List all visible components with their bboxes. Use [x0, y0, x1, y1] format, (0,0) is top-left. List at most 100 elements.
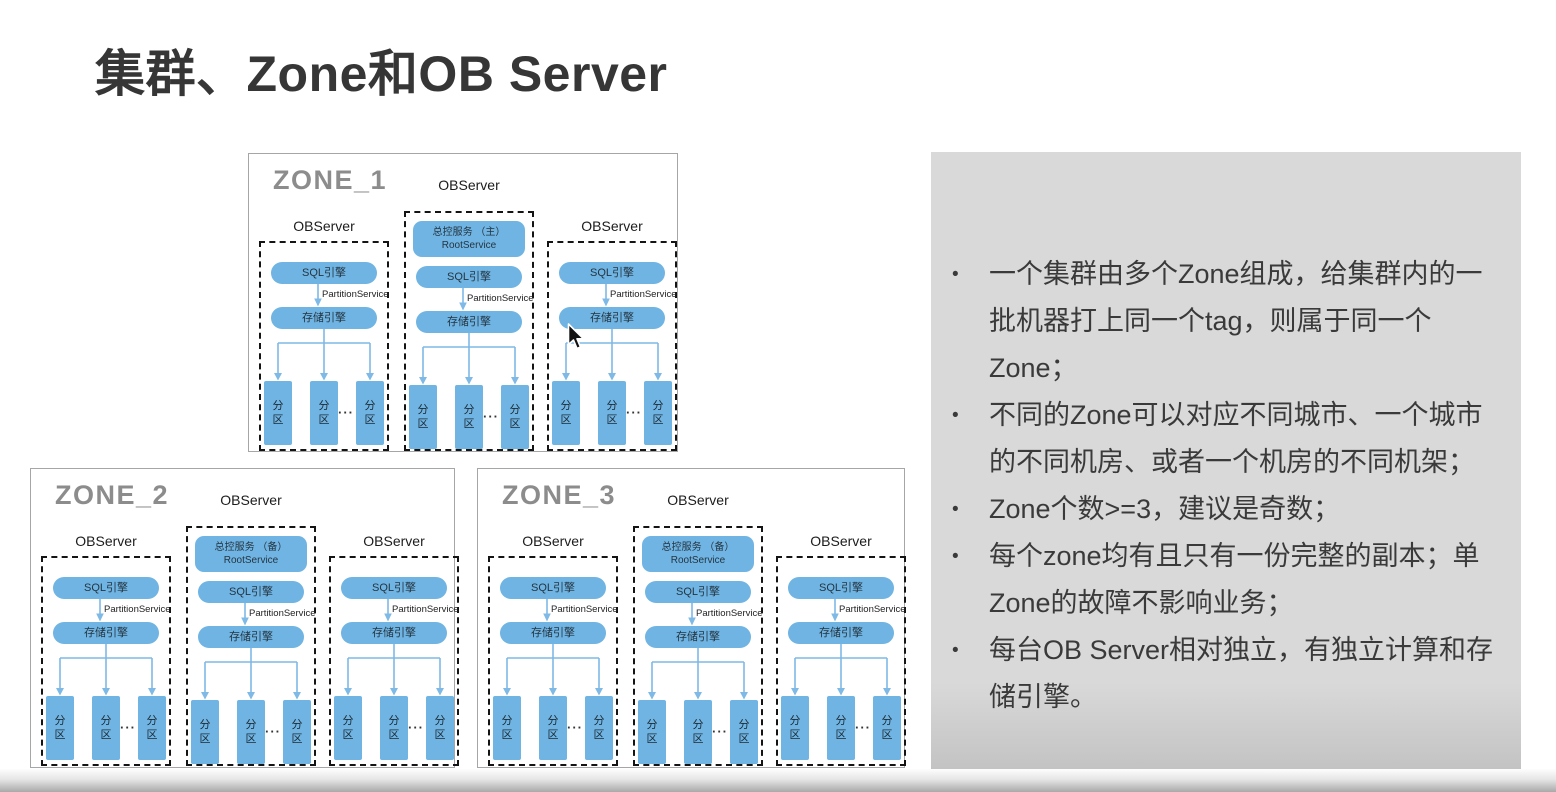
observer-server-box: SQL引擎 PartitionService 存储引擎 分区 分区 ··· 分区 [776, 556, 906, 766]
partitions-row: 分区 分区 ··· 分区 [638, 700, 758, 764]
observer-server-box-rootservice: 总控服务 （主） RootService SQL引擎 PartitionServ… [404, 211, 534, 451]
ellipsis-dots: ··· [712, 724, 728, 739]
observer-label: OBServer [581, 218, 643, 234]
partition-connector-lines [56, 644, 156, 696]
storage-engine-box: 存储引擎 [341, 622, 447, 644]
partition-service-row: PartitionService [335, 599, 459, 622]
sql-engine-box: SQL引擎 [341, 577, 447, 599]
partitions-row: 分区 分区 ··· 分区 [46, 696, 166, 760]
sql-engine-box: SQL引擎 [271, 262, 377, 284]
partition-box: 分区 [493, 696, 521, 760]
down-arrow-icon [459, 288, 467, 311]
rootservice-role: 总控服务 （备） [661, 542, 735, 553]
bullet-marker: • [952, 264, 959, 285]
bullet-item: • 每个zone均有且只有一份完整的副本；单Zone的故障不影响业务； [952, 533, 1505, 627]
rootservice-role: 总控服务 （主） [432, 227, 506, 238]
bullet-text: 一个集群由多个Zone组成，给集群内的一批机器打上同一个tag，则属于同一个Zo… [989, 259, 1483, 383]
page-title: 集群、Zone和OB Server [95, 46, 668, 102]
sql-engine-box: SQL引擎 [198, 581, 304, 603]
partition-box: 分区 [501, 385, 529, 449]
down-arrow-icon [384, 599, 392, 622]
sql-engine-box: SQL引擎 [559, 262, 665, 284]
ellipsis-dots: ··· [265, 724, 281, 739]
partition-box: 分区 [138, 696, 166, 760]
partition-service-row: PartitionService [265, 284, 389, 307]
bullet-marker: • [952, 405, 959, 426]
partition-box: 分区 [539, 696, 567, 760]
mouse-cursor-icon [567, 323, 585, 350]
partition-box: 分区 [334, 696, 362, 760]
rootservice-box: 总控服务 （备） RootService [642, 536, 754, 572]
partition-service-label: PartitionService [392, 604, 459, 615]
observer-label: OBServer [667, 492, 729, 508]
partition-box: 分区 [264, 381, 292, 445]
down-arrow-icon [688, 603, 696, 626]
partition-service-label: PartitionService [696, 608, 763, 619]
bullet-marker: • [952, 546, 959, 567]
rootservice-name: RootService [441, 240, 497, 251]
down-arrow-icon [831, 599, 839, 622]
partitions-row: 分区 分区 ··· 分区 [334, 696, 454, 760]
observer-server-box-rootservice: 总控服务 （备） RootService SQL引擎 PartitionServ… [633, 526, 763, 766]
bullet-text: Zone个数>=3，建议是奇数； [989, 494, 1341, 524]
partition-connector-lines [419, 333, 519, 385]
partitions-row: 分区 分区 ··· 分区 [191, 700, 311, 764]
observer-server-box: SQL引擎 PartitionService 存储引擎 分区 分区 ··· 分区 [547, 241, 677, 451]
sql-engine-box: SQL引擎 [416, 266, 522, 288]
down-arrow-icon [602, 284, 610, 307]
partition-service-label: PartitionService [610, 289, 677, 300]
partition-box: 分区 [283, 700, 311, 764]
partitions-row: 分区 分区 ··· 分区 [552, 381, 672, 445]
zone-3-title: ZONE_3 [502, 480, 617, 510]
zone-2-diagram: ZONE_2 OBServer OBServer OBServer SQL引擎 … [30, 468, 459, 768]
sql-engine-box: SQL引擎 [645, 581, 751, 603]
observer-label: OBServer [810, 533, 872, 549]
ellipsis-dots: ··· [567, 720, 583, 735]
zone-2-title: ZONE_2 [55, 480, 170, 510]
ellipsis-dots: ··· [483, 409, 499, 424]
partition-connector-lines [344, 644, 444, 696]
observer-label: OBServer [522, 533, 584, 549]
rootservice-name: RootService [670, 555, 726, 566]
partition-box: 分区 [644, 381, 672, 445]
observer-label: OBServer [220, 492, 282, 508]
rootservice-box: 总控服务 （备） RootService [195, 536, 307, 572]
storage-engine-box: 存储引擎 [500, 622, 606, 644]
partition-box: 分区 [638, 700, 666, 764]
ellipsis-dots: ··· [338, 405, 354, 420]
partition-service-label: PartitionService [551, 604, 618, 615]
partition-box: 分区 [585, 696, 613, 760]
observer-label: OBServer [363, 533, 425, 549]
sql-engine-box: SQL引擎 [500, 577, 606, 599]
partition-box: 分区 [552, 381, 580, 445]
partition-box: 分区 [310, 381, 338, 445]
observer-label: OBServer [438, 177, 500, 193]
partition-box: 分区 [873, 696, 901, 760]
notes-panel: • 一个集群由多个Zone组成，给集群内的一批机器打上同一个tag，则属于同一个… [931, 152, 1521, 769]
ellipsis-dots: ··· [626, 405, 642, 420]
partition-service-row: PartitionService [494, 599, 618, 622]
partition-service-row: PartitionService [47, 599, 171, 622]
observer-label: OBServer [75, 533, 137, 549]
partition-service-row: PartitionService [782, 599, 906, 622]
sql-engine-box: SQL引擎 [53, 577, 159, 599]
storage-engine-box: 存储引擎 [198, 626, 304, 648]
observer-server-box-rootservice: 总控服务 （备） RootService SQL引擎 PartitionServ… [186, 526, 316, 766]
bullet-item: • 每台OB Server相对独立，有独立计算和存储引擎。 [952, 627, 1505, 721]
observer-label: OBServer [293, 218, 355, 234]
partition-box: 分区 [380, 696, 408, 760]
partition-box: 分区 [409, 385, 437, 449]
storage-engine-box: 存储引擎 [271, 307, 377, 329]
partition-service-label: PartitionService [104, 604, 171, 615]
partition-service-label: PartitionService [322, 289, 389, 300]
observer-server-box: SQL引擎 PartitionService 存储引擎 分区 分区 ··· 分区 [329, 556, 459, 766]
down-arrow-icon [314, 284, 322, 307]
storage-engine-box: 存储引擎 [645, 626, 751, 648]
observer-server-box: SQL引擎 PartitionService 存储引擎 分区 分区 ··· 分区 [259, 241, 389, 451]
partition-box: 分区 [356, 381, 384, 445]
partition-service-label: PartitionService [249, 608, 316, 619]
rootservice-role: 总控服务 （备） [214, 542, 288, 553]
partition-service-row: PartitionService [192, 603, 316, 626]
storage-engine-box: 存储引擎 [559, 307, 665, 329]
